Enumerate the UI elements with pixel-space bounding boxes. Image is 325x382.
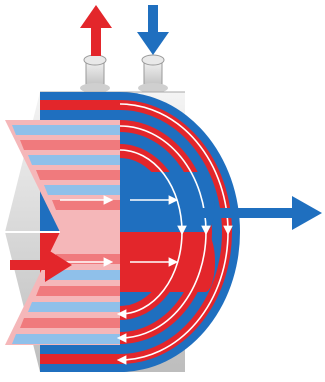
cut-face-layers [5, 120, 120, 345]
hot-outlet-arrow-icon [80, 5, 112, 56]
hot-nozzle [80, 55, 110, 93]
cold-inlet-arrow-icon [137, 5, 169, 55]
cold-nozzle [138, 55, 168, 93]
nozzles [80, 55, 168, 93]
